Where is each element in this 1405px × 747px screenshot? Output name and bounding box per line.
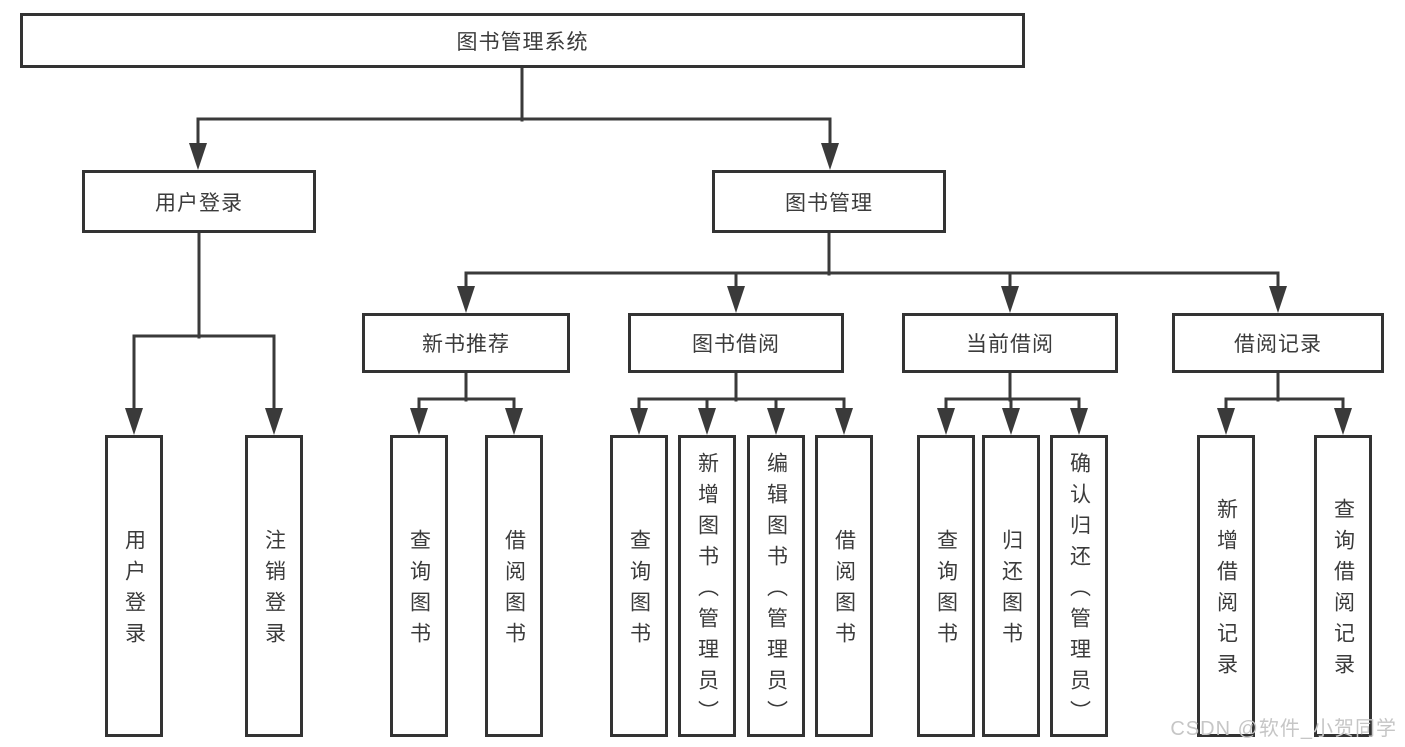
- arrowhead-icon: [630, 408, 648, 435]
- node-user-login: 用户登录: [82, 170, 316, 233]
- node-leaf-query-books-3: 查询图书: [917, 435, 975, 737]
- node-root-label: 图书管理系统: [456, 30, 589, 54]
- node-borrow-record-label: 借阅记录: [1234, 333, 1322, 356]
- node-leaf-query-books-1: 查询图书: [390, 435, 448, 737]
- node-user-login-label: 用户登录: [155, 191, 243, 215]
- arrowhead-icon: [1269, 286, 1287, 313]
- node-leaf-borrow-books-1-label: 借阅图书: [502, 529, 526, 653]
- arrowhead-icon: [265, 408, 283, 435]
- node-leaf-edit-book-admin: 编辑图书（管理员）: [747, 435, 805, 737]
- node-leaf-user-login: 用户登录: [105, 435, 163, 737]
- node-leaf-add-borrow-record: 新增借阅记录: [1197, 435, 1255, 737]
- arrowhead-icon: [457, 286, 475, 313]
- node-leaf-add-book-admin-label: 新增图书（管理员）: [695, 451, 719, 731]
- node-book-management-label: 图书管理: [785, 191, 873, 215]
- arrowhead-icon: [835, 408, 853, 435]
- node-leaf-query-borrow-record-label: 查询借阅记录: [1331, 498, 1355, 684]
- node-current-borrow-label: 当前借阅: [966, 333, 1054, 356]
- node-leaf-query-books-2: 查询图书: [610, 435, 668, 737]
- node-leaf-add-borrow-record-label: 新增借阅记录: [1214, 498, 1238, 684]
- arrowhead-icon: [1334, 408, 1352, 435]
- node-leaf-borrow-books-2: 借阅图书: [815, 435, 873, 737]
- node-borrow-record: 借阅记录: [1172, 313, 1384, 373]
- node-leaf-edit-book-admin-label: 编辑图书（管理员）: [764, 451, 788, 731]
- arrowhead-icon: [1001, 286, 1019, 313]
- node-leaf-add-book-admin: 新增图书（管理员）: [678, 435, 736, 737]
- arrowhead-icon: [698, 408, 716, 435]
- node-book-management: 图书管理: [712, 170, 946, 233]
- arrowhead-icon: [767, 408, 785, 435]
- node-leaf-return-book-label: 归还图书: [999, 529, 1023, 653]
- arrowhead-icon: [821, 143, 839, 170]
- arrowhead-icon: [189, 143, 207, 170]
- node-leaf-borrow-books-2-label: 借阅图书: [832, 529, 856, 653]
- node-leaf-user-login-label: 用户登录: [122, 529, 146, 653]
- node-leaf-confirm-return-admin-label: 确认归还（管理员）: [1067, 451, 1091, 731]
- node-leaf-return-book: 归还图书: [982, 435, 1040, 737]
- node-leaf-confirm-return-admin: 确认归还（管理员）: [1050, 435, 1108, 737]
- node-book-borrow-label: 图书借阅: [692, 333, 780, 356]
- node-book-borrow: 图书借阅: [628, 313, 844, 373]
- node-root: 图书管理系统: [20, 13, 1025, 68]
- watermark-text: CSDN @软件_小贺同学: [1170, 718, 1397, 740]
- arrowhead-icon: [1070, 408, 1088, 435]
- arrowhead-icon: [937, 408, 955, 435]
- node-new-book-recommend: 新书推荐: [362, 313, 570, 373]
- arrowhead-icon: [505, 408, 523, 435]
- arrowhead-icon: [125, 408, 143, 435]
- arrowhead-icon: [1217, 408, 1235, 435]
- node-leaf-query-books-2-label: 查询图书: [627, 529, 651, 653]
- node-current-borrow: 当前借阅: [902, 313, 1118, 373]
- node-leaf-logout: 注销登录: [245, 435, 303, 737]
- arrowhead-icon: [727, 286, 745, 313]
- node-leaf-borrow-books-1: 借阅图书: [485, 435, 543, 737]
- node-new-book-recommend-label: 新书推荐: [422, 333, 510, 356]
- node-leaf-logout-label: 注销登录: [262, 529, 286, 653]
- arrowhead-icon: [1002, 408, 1020, 435]
- node-leaf-query-books-1-label: 查询图书: [407, 529, 431, 653]
- node-leaf-query-books-3-label: 查询图书: [934, 529, 958, 653]
- arrowhead-icon: [410, 408, 428, 435]
- node-leaf-query-borrow-record: 查询借阅记录: [1314, 435, 1372, 737]
